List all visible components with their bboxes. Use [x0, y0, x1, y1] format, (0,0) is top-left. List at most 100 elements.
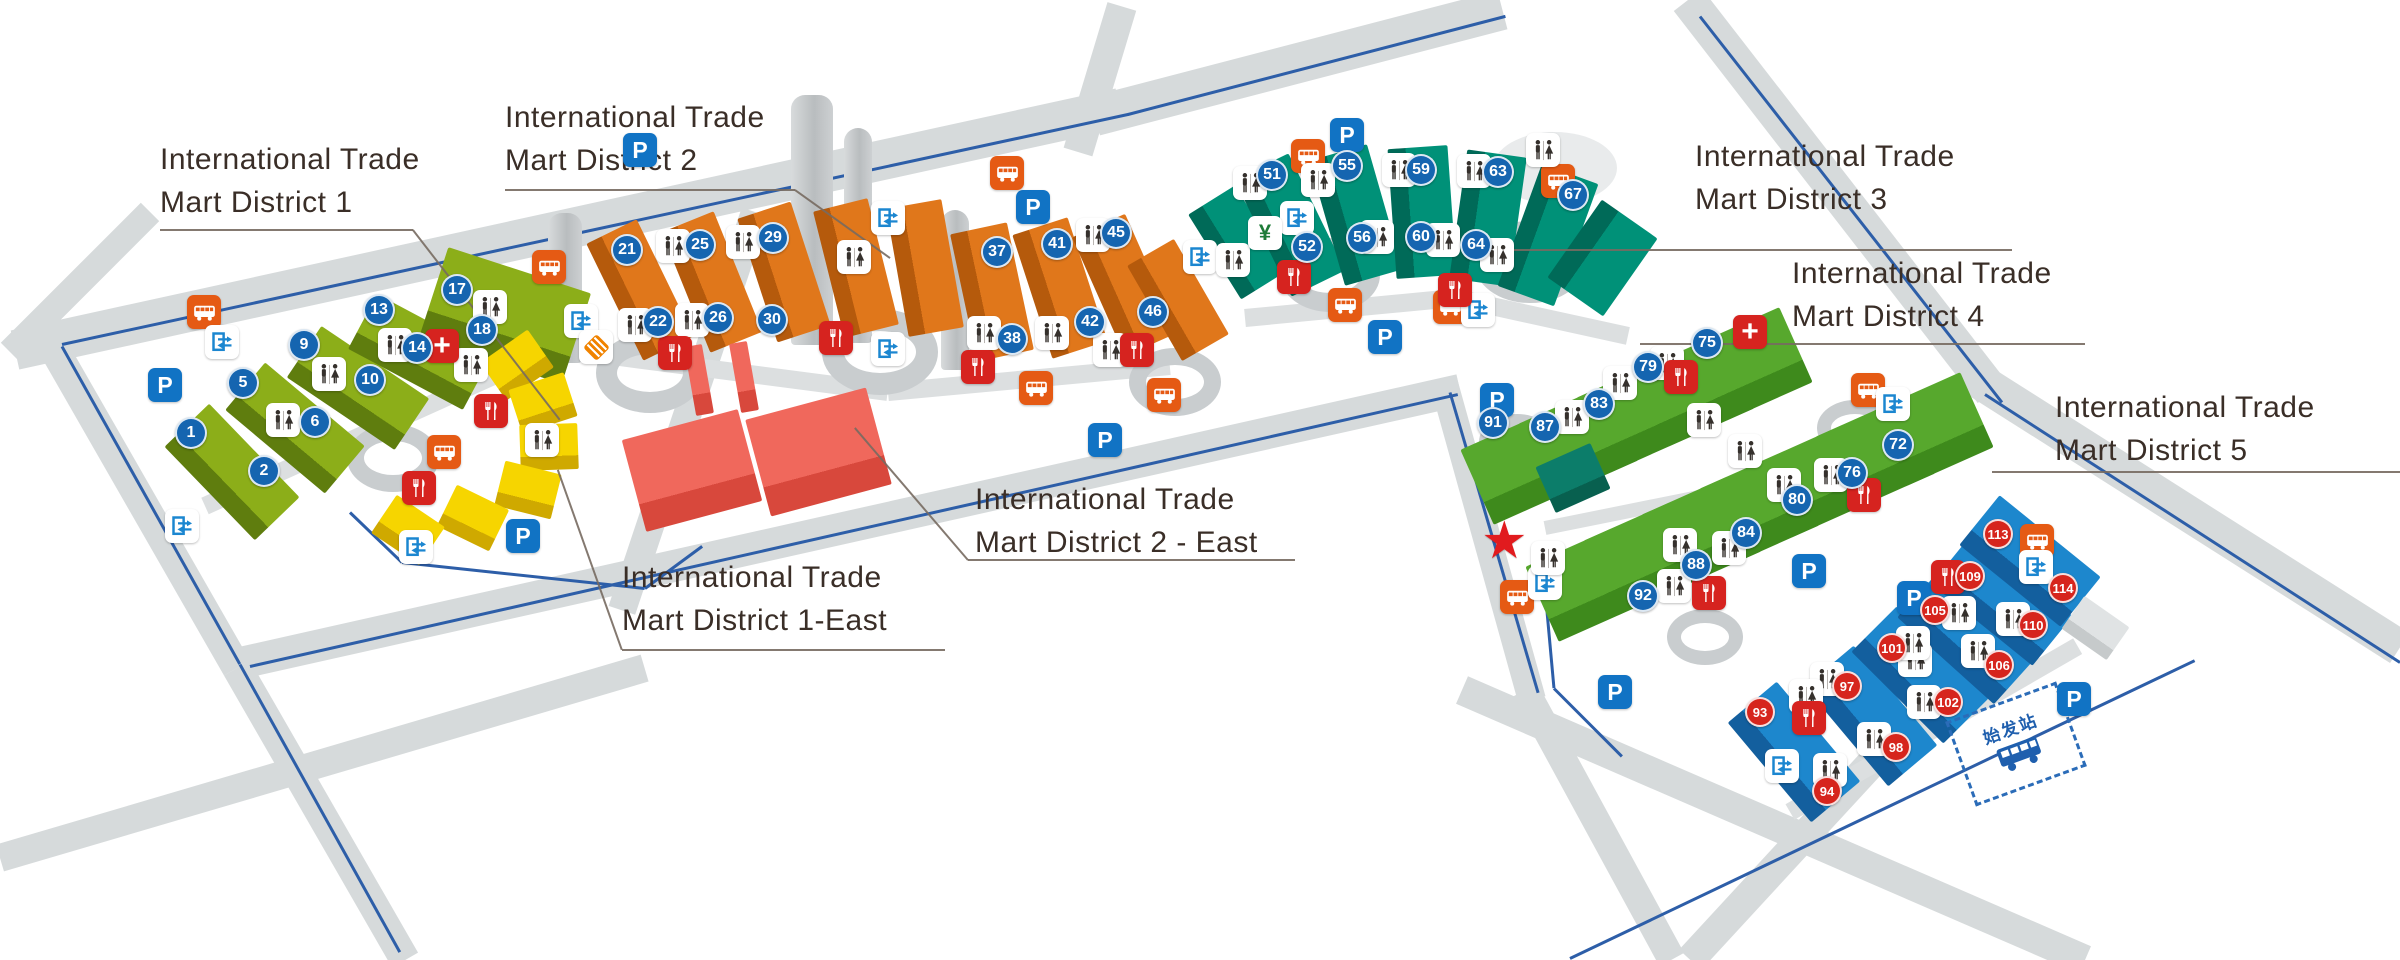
- exit-icon: [399, 530, 433, 564]
- building-badge-67: 67: [1557, 179, 1589, 211]
- restaurant-icon: [1664, 360, 1698, 394]
- building-badge-83: 83: [1583, 388, 1615, 420]
- label-underline: [968, 559, 1295, 561]
- building-badge-17: 17: [441, 274, 473, 306]
- label-underline: [1640, 343, 2085, 345]
- building-badge-41: 41: [1041, 228, 1073, 260]
- building-badge-79: 79: [1632, 351, 1664, 383]
- restroom-icon: [1687, 403, 1721, 437]
- restroom-icon: [967, 316, 1001, 350]
- bus-icon: [990, 156, 1024, 190]
- building-district-2-east: [621, 408, 763, 532]
- building-badge-76: 76: [1836, 457, 1868, 489]
- building-badge-114: 114: [2048, 573, 2078, 603]
- parking-icon: P: [1330, 118, 1364, 152]
- restroom-icon: [837, 240, 871, 274]
- district-label-line1: International Trade: [975, 483, 1235, 516]
- building-badge-60: 60: [1405, 221, 1437, 253]
- restaurant-icon: [658, 336, 692, 370]
- loop-ramp: [1667, 608, 1743, 666]
- restroom-icon: [525, 423, 559, 457]
- bus-icon: [1019, 371, 1053, 405]
- district-label-line2: Mart District 5: [2055, 434, 2248, 467]
- restaurant-icon: [819, 321, 853, 355]
- boundary-line: [238, 663, 402, 953]
- building-badge-102: 102: [1933, 687, 1963, 717]
- building-badge-113: 113: [1983, 519, 2013, 549]
- building-badge-30: 30: [756, 304, 788, 336]
- district-label-line1: International Trade: [160, 143, 420, 176]
- restroom-icon: [675, 303, 709, 337]
- exit-icon: [205, 325, 239, 359]
- district-label-line1: International Trade: [622, 561, 882, 594]
- district-label-line2: Mart District 4: [1792, 300, 1985, 333]
- label-underline: [1992, 471, 2400, 473]
- building-badge-105: 105: [1920, 595, 1950, 625]
- bank-icon: ¥: [1248, 216, 1282, 250]
- building-badge-14: 14: [401, 332, 433, 364]
- building-badge-10: 10: [354, 364, 386, 396]
- building-badge-29: 29: [757, 222, 789, 254]
- restroom-icon: [266, 403, 300, 437]
- building-badge-93: 93: [1745, 697, 1775, 727]
- district-label-line2: Mart District 3: [1695, 183, 1888, 216]
- building-badge-37: 37: [981, 236, 1013, 268]
- terminal-bus-icon: [1993, 733, 2048, 781]
- parking-icon: P: [148, 368, 182, 402]
- restroom-icon: [1531, 541, 1565, 575]
- building-badge-59: 59: [1405, 154, 1437, 186]
- restaurant-icon: [1120, 333, 1154, 367]
- building-badge-18: 18: [466, 314, 498, 346]
- parking-icon: P: [1598, 675, 1632, 709]
- building-badge-6: 6: [299, 406, 331, 438]
- exit-icon: [871, 332, 905, 366]
- restaurant-icon: [402, 471, 436, 505]
- boundary-line: [1127, 14, 1506, 116]
- ticket-icon: [579, 330, 613, 364]
- bus-icon: [1147, 378, 1181, 412]
- building-badge-97: 97: [1832, 671, 1862, 701]
- parking-icon: P: [1016, 190, 1050, 224]
- district-label-line1: International Trade: [2055, 391, 2315, 424]
- exit-icon: [165, 509, 199, 543]
- label-leader-line: [557, 469, 623, 651]
- restroom-icon: [1728, 434, 1762, 468]
- building-badge-1: 1: [175, 417, 207, 449]
- building-badge-94: 94: [1812, 776, 1842, 806]
- restroom-icon: [454, 348, 488, 382]
- building-badge-56: 56: [1346, 222, 1378, 254]
- district-label-line2: Mart District 2: [505, 144, 698, 177]
- restaurant-icon: [961, 350, 995, 384]
- building-badge-106: 106: [1984, 650, 2014, 680]
- bus-terminal: 始发站: [1945, 681, 2087, 807]
- building-badge-25: 25: [684, 229, 716, 261]
- restaurant-icon: [1792, 701, 1826, 735]
- building-badge-84: 84: [1730, 517, 1762, 549]
- restroom-icon: [726, 225, 760, 259]
- district-label-line1: International Trade: [505, 101, 765, 134]
- exit-icon: [1280, 201, 1314, 235]
- label-underline: [505, 189, 795, 191]
- building-badge-110: 110: [2018, 610, 2048, 640]
- bus-icon: [532, 250, 566, 284]
- exit-icon: [2019, 550, 2053, 584]
- building-badge-42: 42: [1074, 306, 1106, 338]
- bus-icon: [1328, 288, 1362, 322]
- building-district-2-east: [744, 387, 892, 517]
- district-label-line2: Mart District 1-East: [622, 604, 888, 637]
- building-badge-9: 9: [288, 329, 320, 361]
- location-star-icon: ★: [1481, 512, 1528, 570]
- building-badge-88: 88: [1680, 549, 1712, 581]
- exit-icon: [1183, 240, 1217, 274]
- restaurant-icon: [1438, 273, 1472, 307]
- building-badge-87: 87: [1529, 411, 1561, 443]
- building-badge-109: 109: [1955, 561, 1985, 591]
- restroom-icon: [1526, 133, 1560, 167]
- district-label-line1: International Trade: [1792, 257, 2052, 290]
- parking-icon: P: [1088, 423, 1122, 457]
